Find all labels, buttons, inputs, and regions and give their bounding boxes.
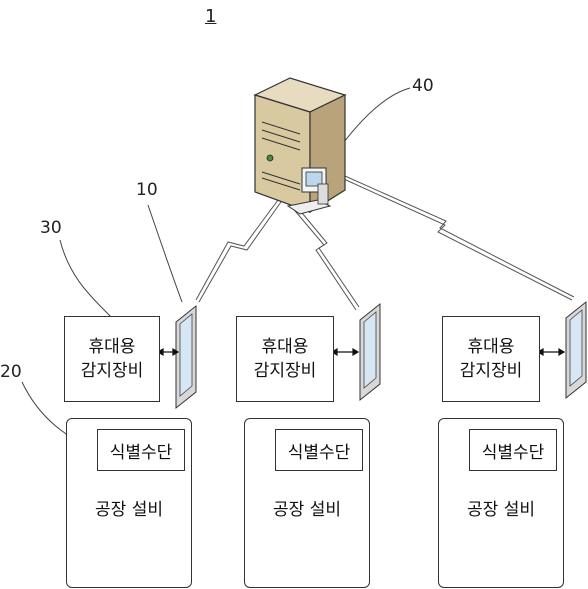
wireless-link-3: [334, 171, 575, 301]
terminal-icon-2: [359, 302, 381, 402]
link-arrow-1: [156, 347, 180, 357]
leader-line-30: [59, 239, 113, 319]
factory-equipment-box-2: 식별수단 공장 설비: [244, 418, 370, 588]
factory-equipment-box-1: 식별수단 공장 설비: [66, 418, 192, 588]
identification-means-box-1: 식별수단: [97, 429, 185, 471]
portable-sensor-box-1: 휴대용 감지장비: [64, 316, 160, 402]
identification-means-box-3: 식별수단: [469, 429, 557, 471]
sensor-label-line2: 감지장비: [253, 361, 317, 381]
leader-line-40: [337, 87, 411, 151]
factory-equipment-label-1: 공장 설비: [95, 500, 163, 520]
workstation-icon: [286, 167, 332, 215]
factory-equipment-box-3: 식별수단 공장 설비: [438, 418, 564, 588]
sensor-label-line2: 감지장비: [459, 361, 523, 381]
link-arrow-2: [330, 347, 360, 357]
wireless-link-2: [289, 201, 360, 311]
sensor-label-line1: 휴대용: [261, 337, 309, 357]
server-icon: [253, 77, 347, 214]
leader-line-10: [147, 204, 183, 303]
factory-equipment-label-3: 공장 설비: [467, 500, 535, 520]
sensor-label-line1: 휴대용: [467, 337, 515, 357]
terminal-icon-3: [565, 300, 587, 400]
sensor-label-line2: 감지장비: [80, 361, 144, 381]
factory-equipment-label-2: 공장 설비: [273, 500, 341, 520]
sensor-label-line1: 휴대용: [88, 337, 136, 357]
terminal-icon-1: [175, 304, 197, 410]
link-arrow-3: [536, 347, 566, 357]
figure-number: 1: [205, 6, 217, 27]
identification-means-box-2: 식별수단: [275, 429, 363, 471]
ref-label-sensor: 30: [40, 218, 62, 238]
portable-sensor-box-2: 휴대용 감지장비: [236, 316, 334, 402]
wireless-link-1: [195, 199, 282, 303]
ref-label-id-means: 20: [0, 362, 22, 382]
ref-label-server: 40: [412, 76, 434, 96]
portable-sensor-box-3: 휴대용 감지장비: [442, 316, 540, 402]
ref-label-terminal: 10: [136, 180, 158, 200]
